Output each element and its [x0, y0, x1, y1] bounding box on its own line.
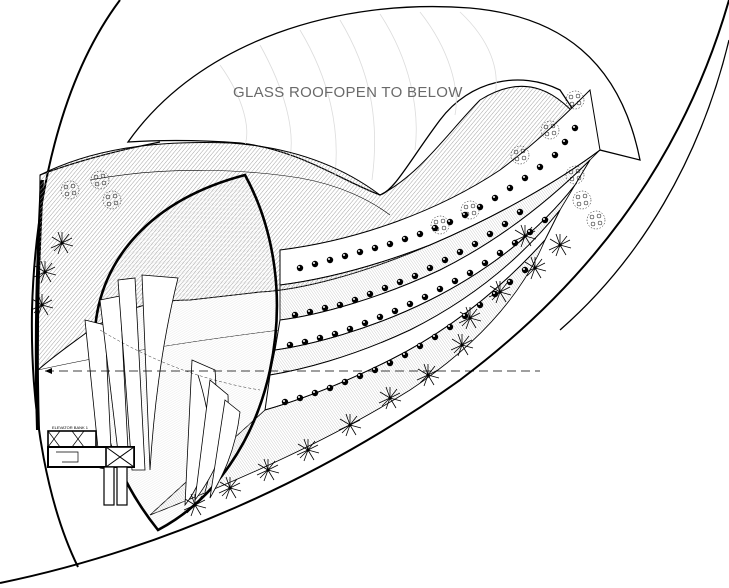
shrub-icon [331, 330, 339, 338]
shrub-icon [336, 301, 344, 309]
glass-roof-label: GLASS ROOFOPEN TO BELOW [233, 84, 463, 101]
shrub-icon [411, 272, 419, 280]
shrub-icon [476, 203, 484, 211]
shrub-icon [491, 194, 499, 202]
shrub-icon [326, 384, 334, 392]
canopy-tree-icon [572, 190, 592, 210]
section-line [45, 368, 540, 374]
shrub-icon [426, 264, 434, 272]
shrub-icon [486, 230, 494, 238]
shrub-icon [471, 240, 479, 248]
shrub-icon [561, 138, 569, 146]
shrub-icon [286, 341, 294, 349]
canopy-tree-icon [586, 210, 606, 230]
shrub-icon [436, 285, 444, 293]
palm-tree-icon [548, 233, 572, 257]
shrub-icon [406, 300, 414, 308]
shrub-icon [521, 174, 529, 182]
shrub-icon [501, 220, 509, 228]
shrub-icon [401, 235, 409, 243]
shrub-icon [281, 398, 289, 406]
shrub-icon [376, 313, 384, 321]
shrub-icon [491, 290, 499, 298]
shrub-icon [386, 240, 394, 248]
shrub-icon [356, 372, 364, 380]
shrub-icon [356, 248, 364, 256]
shrub-icon [481, 259, 489, 267]
shrub-icon [451, 277, 459, 285]
lower-terrace [149, 239, 546, 516]
glass-roof: GLASS ROOFOPEN TO BELOW [126, 5, 641, 196]
shrub-icon [341, 252, 349, 260]
shrub-icon [551, 151, 559, 159]
shrub-icon [401, 351, 409, 359]
shrub-icon [371, 366, 379, 374]
shrub-icon [476, 301, 484, 309]
shrub-icon [431, 333, 439, 341]
shrub-icon [511, 239, 519, 247]
shrub-icon [346, 325, 354, 333]
shrub-icon [366, 290, 374, 298]
shrub-icon [461, 312, 469, 320]
shrub-icon [421, 293, 429, 301]
leaf-pavilion [84, 173, 279, 532]
shrub-icon [391, 307, 399, 315]
shrub-icon [371, 244, 379, 252]
shrub-icon [381, 284, 389, 292]
shrub-icon [506, 184, 514, 192]
shrub-icon [301, 338, 309, 346]
shrub-icon [516, 208, 524, 216]
shrub-icon [341, 378, 349, 386]
shrub-icon [296, 264, 304, 272]
elevator-label: ELEVATOR BANK 1 [52, 425, 89, 430]
shrub-icon [311, 260, 319, 268]
shrub-icon [466, 269, 474, 277]
shrub-icon [321, 304, 329, 312]
shrub-icon [296, 394, 304, 402]
shrub-icon [416, 230, 424, 238]
shrub-icon [326, 256, 334, 264]
shrub-icon [441, 256, 449, 264]
shrub-icon [311, 389, 319, 397]
shrub-icon [536, 163, 544, 171]
shrub-icon [456, 248, 464, 256]
shrub-icon [396, 278, 404, 286]
shrub-icon [571, 124, 579, 132]
shrub-icon [446, 323, 454, 331]
shrub-icon [496, 249, 504, 257]
shrub-icon [541, 216, 549, 224]
shrub-icon [351, 296, 359, 304]
shrub-icon [526, 228, 534, 236]
shrub-icon [316, 334, 324, 342]
shrub-icon [521, 266, 529, 274]
shrub-icon [416, 342, 424, 350]
shrub-icon [361, 319, 369, 327]
shrub-icon [446, 218, 454, 226]
shrub-icon [306, 308, 314, 316]
elevator-bank: ELEVATOR BANK 1 [47, 425, 135, 506]
shrub-icon [506, 278, 514, 286]
shrub-icon [291, 311, 299, 319]
shrub-icon [386, 359, 394, 367]
